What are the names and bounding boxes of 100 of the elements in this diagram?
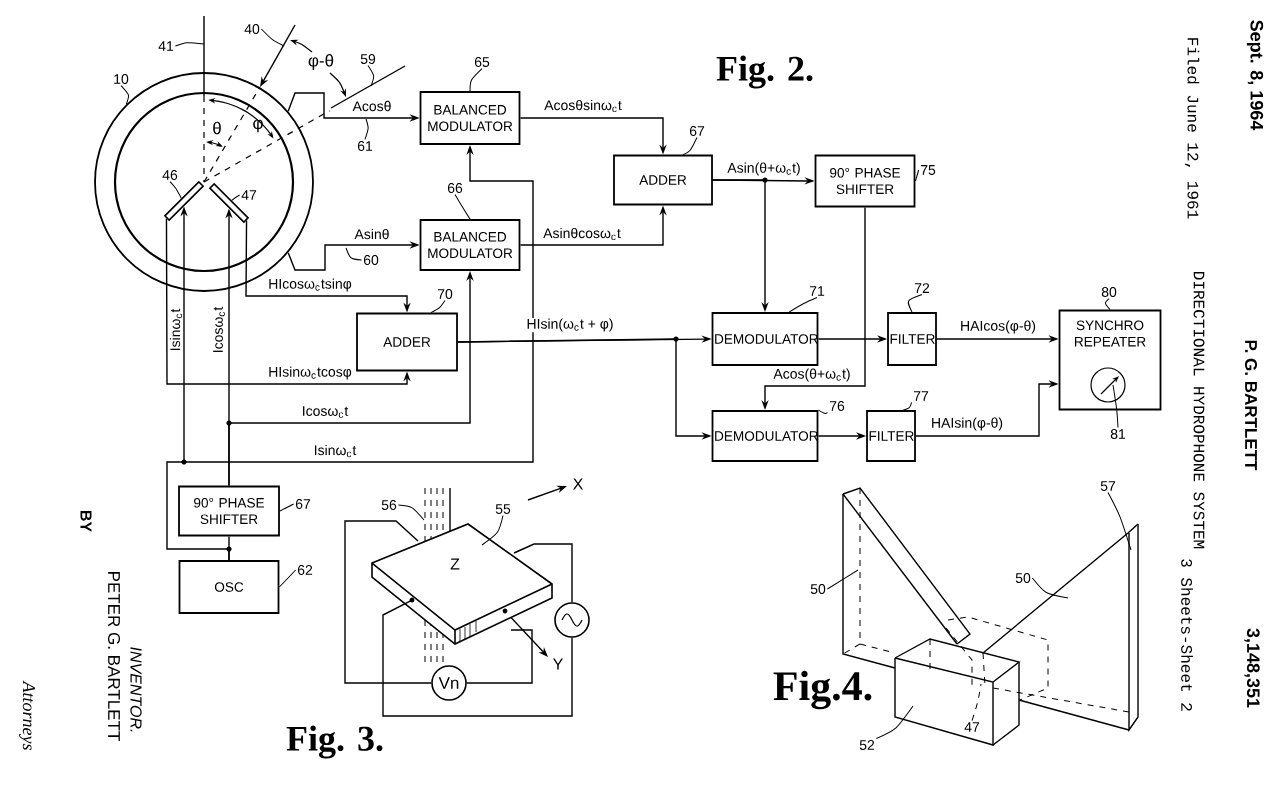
callout-number: 65	[474, 57, 490, 67]
edge-label: Icosω$_{c}$t	[301, 405, 349, 419]
signature-label: BY	[80, 510, 92, 532]
process-box: ADDER	[613, 154, 713, 206]
ac-source-symbol	[554, 602, 590, 638]
callout-number: 62	[297, 565, 313, 575]
leader-line	[364, 118, 369, 140]
angle-label: φ-θ	[308, 54, 334, 70]
edge-label: HAIsin(φ-θ)	[930, 416, 1004, 432]
header-text: 3,148,351	[1244, 628, 1260, 708]
process-box: FILTER	[887, 312, 937, 366]
callout-number: 72	[914, 283, 930, 293]
process-box: ADDER	[356, 312, 458, 372]
callout-number: 77	[913, 391, 929, 401]
wire	[466, 629, 533, 684]
crystal-plate	[371, 523, 553, 645]
callout-number: 59	[360, 54, 376, 64]
figure-title: Fig. 2.	[716, 55, 813, 89]
edge-label: Asin(θ+ω$_{c}$t)	[726, 161, 802, 177]
callout-number: 75	[920, 165, 936, 175]
leader-line	[174, 42, 205, 47]
hydrophone-ring	[94, 72, 314, 292]
leader-line	[278, 569, 297, 588]
leader-line	[1031, 577, 1069, 599]
leader-line	[817, 409, 829, 414]
leader-line	[260, 28, 285, 47]
header-text: P. G. BARTLETT	[1245, 340, 1257, 471]
callout-number: 66	[447, 183, 463, 193]
figure-title: Fig.4.	[773, 670, 872, 710]
header-text: Filed June 12, 1961	[1184, 38, 1200, 219]
process-box: BALANCED MODULATOR	[419, 91, 521, 145]
callout-number: 57	[1100, 481, 1116, 491]
signature-label: Attorneys	[19, 680, 35, 750]
callout-number: 80	[1101, 287, 1117, 297]
leader-line	[1107, 492, 1132, 551]
edge-label: HIcosω$_{c}$tsinφ	[267, 277, 353, 293]
callout-number: 70	[437, 289, 453, 299]
edge-label: Acos(θ+ω$_{c}$t)	[772, 367, 852, 383]
callout-number: 55	[495, 504, 511, 514]
header-text: 3 Sheets-Sheet 2	[1181, 559, 1193, 711]
callout-number: 67	[689, 126, 705, 136]
edge-label: Acosθ	[351, 100, 393, 112]
callout-number: 47	[241, 190, 257, 200]
figure-title: Fig. 3.	[286, 725, 383, 759]
wire	[228, 535, 230, 561]
leader-line	[1104, 298, 1111, 311]
leader-line	[367, 65, 375, 87]
leader-line	[907, 294, 923, 313]
leader-line	[682, 137, 698, 156]
leader-line	[345, 247, 363, 261]
header-text: Sept. 8, 1964	[1246, 20, 1264, 131]
edge-label: Icosω$_{c}$t	[212, 306, 226, 354]
edge-label: Acosθsinω$_{c}$t	[543, 99, 623, 113]
angle-label: θ	[213, 121, 221, 135]
callout-number: 76	[829, 401, 845, 411]
leader-line	[169, 181, 182, 199]
leader-line	[914, 169, 920, 182]
header-text: DIRECTIONAL HYDROPHONE SYSTEM	[1193, 272, 1205, 549]
leader-line	[1112, 384, 1119, 428]
leader-line	[454, 194, 471, 220]
callout-number: 47	[964, 722, 980, 732]
leader-line	[971, 683, 982, 722]
process-box: SYNCHRO REPEATER	[1058, 309, 1162, 411]
axis-label: X	[573, 478, 583, 490]
edge-label: Isinω$_{c}$t	[169, 308, 183, 352]
callout-number: 67	[295, 499, 311, 509]
edge-label: Asinθcosω$_{c}$t	[542, 227, 622, 241]
callout-number: 10	[114, 74, 129, 84]
wire	[382, 599, 573, 717]
leader-line	[788, 296, 818, 313]
edge-label: HAIcos(φ-θ)	[959, 319, 1037, 335]
callout-number: 56	[381, 500, 397, 510]
callout-number: 50	[1015, 573, 1031, 583]
wire	[344, 520, 432, 684]
leader-line	[902, 401, 913, 411]
edge-label: Isinω$_{c}$t	[313, 444, 357, 458]
leader-line	[231, 194, 241, 201]
leader-line	[120, 85, 130, 105]
process-box: BALANCED MODULATOR	[419, 219, 521, 271]
inventor-label: INVENTOR.	[130, 647, 142, 732]
wire	[513, 543, 573, 603]
process-box: FILTER	[866, 410, 916, 462]
callout-number: 61	[357, 141, 373, 151]
process-box: DEMODULATOR	[711, 410, 819, 462]
leader-line	[469, 68, 483, 92]
axis-label: Z	[450, 558, 460, 570]
edge-label: Asinθ	[353, 228, 391, 240]
edge-label: HIsinω$_{c}$tcosφ	[267, 365, 353, 381]
axis-label: Y	[553, 658, 563, 670]
callout-number: 60	[363, 255, 379, 265]
process-box: OSC	[178, 560, 280, 614]
callout-number: 52	[859, 740, 875, 750]
leader-line	[430, 300, 446, 314]
edge-label: HIsin(ω$_{c}$t + φ)	[525, 317, 615, 333]
callout-number: 50	[810, 584, 826, 594]
callout-number: 40	[244, 24, 260, 34]
leader-line	[481, 515, 504, 546]
leader-line	[279, 503, 295, 512]
process-box: 90° PHASE SHIFTER	[814, 154, 916, 208]
leader-line	[826, 569, 859, 590]
